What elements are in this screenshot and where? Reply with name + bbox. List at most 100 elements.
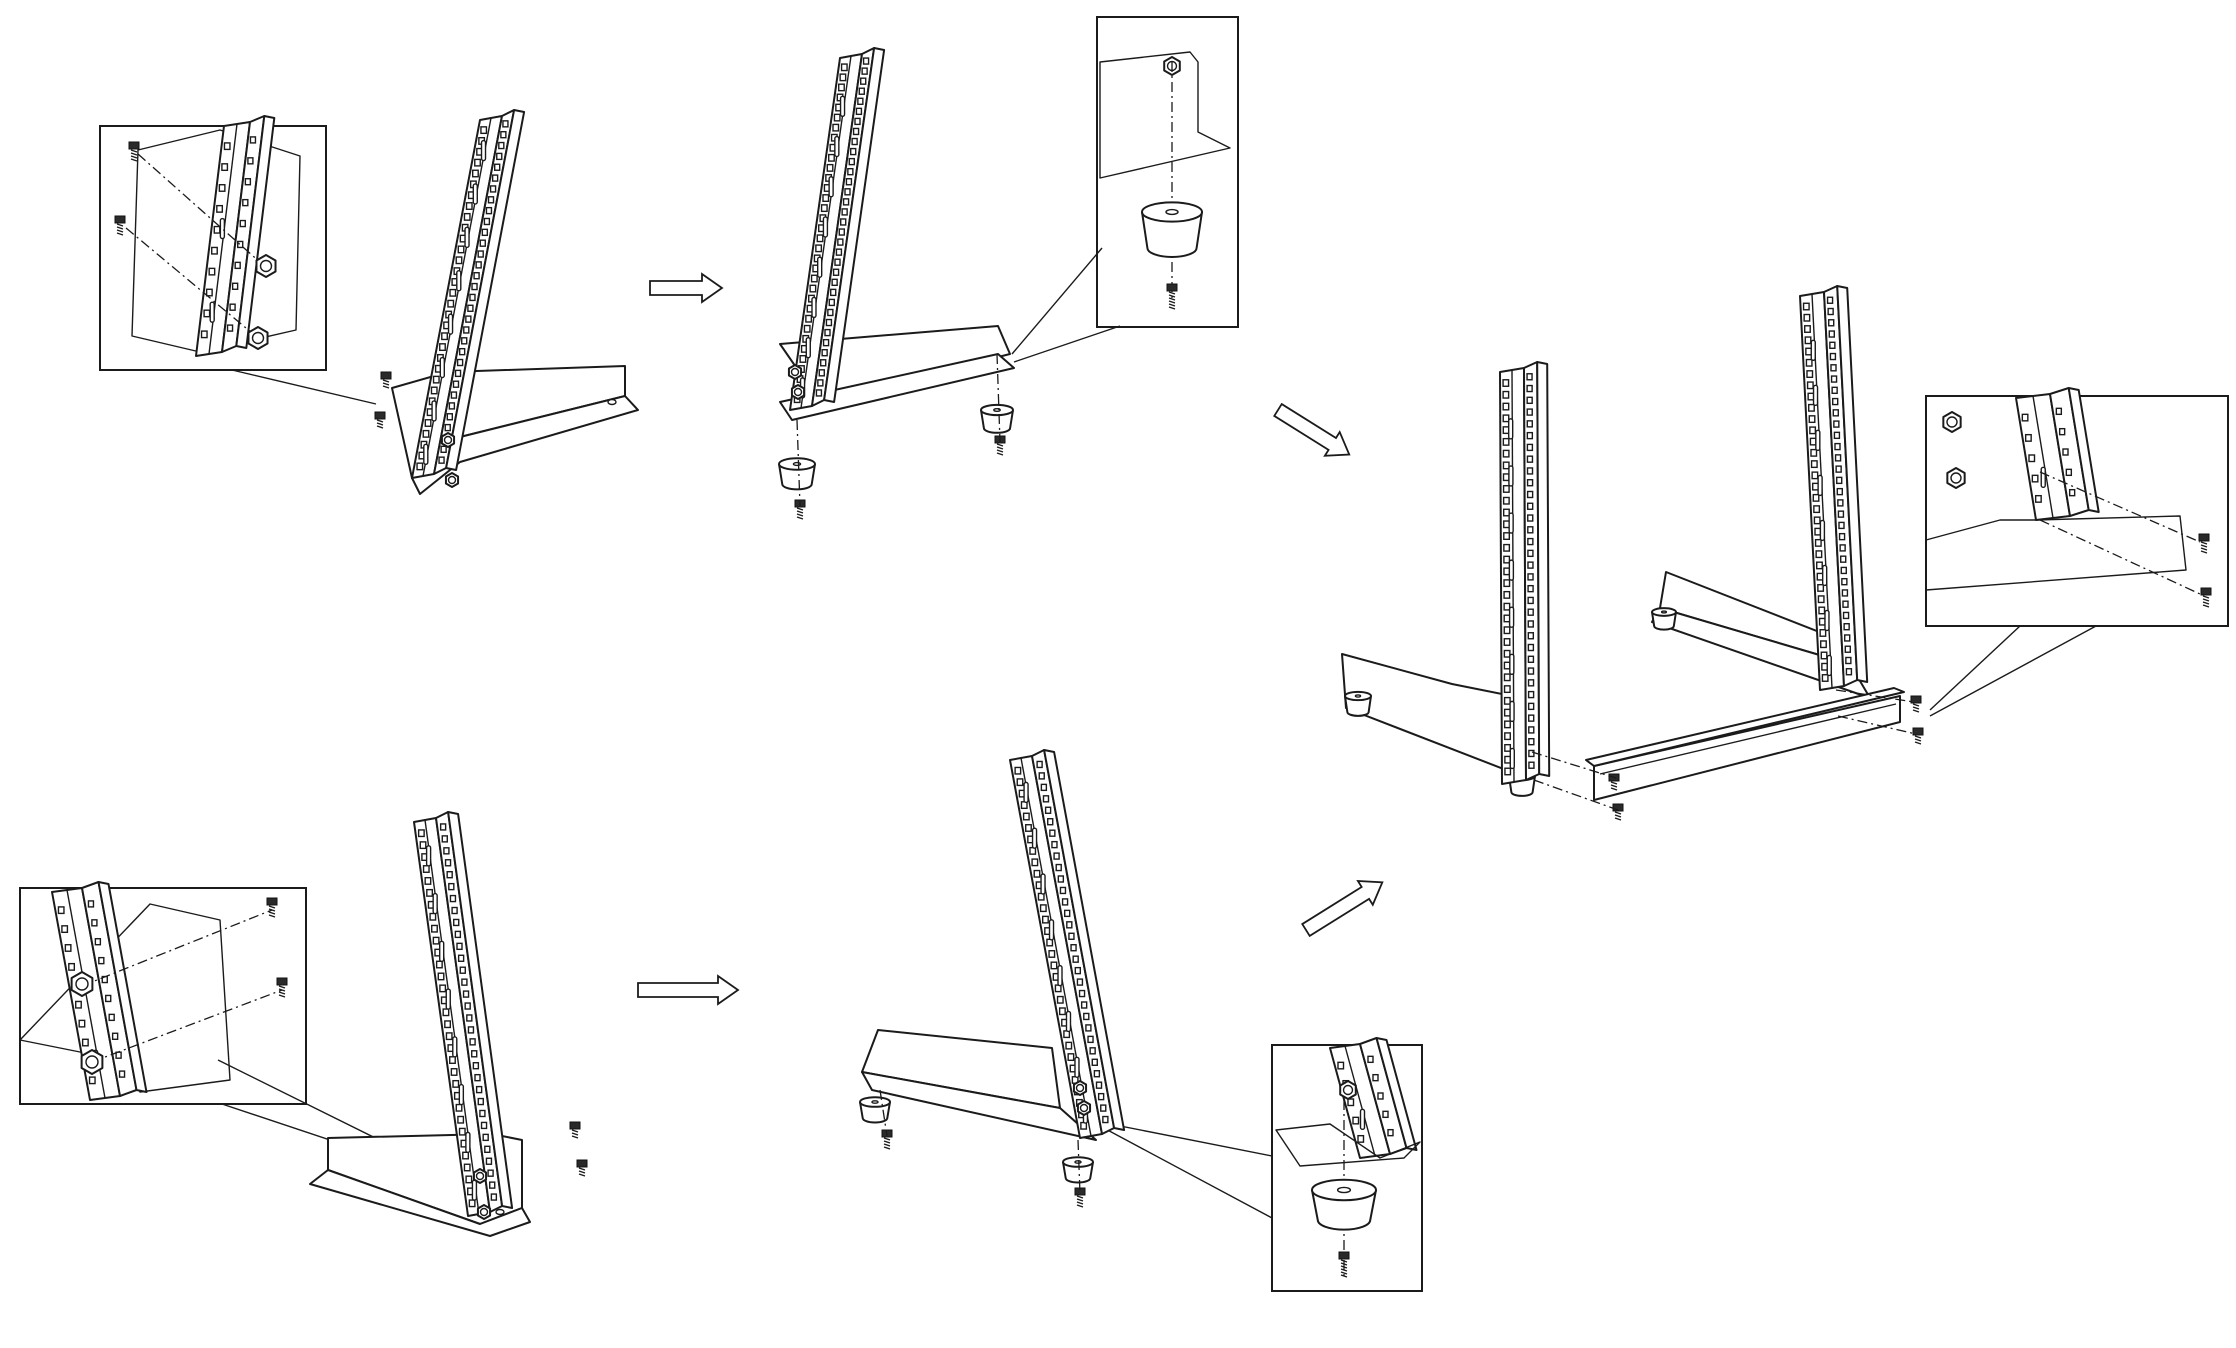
post-slot xyxy=(1508,465,1514,487)
post-square-hole xyxy=(1838,532,1846,541)
post-square-hole xyxy=(1806,381,1814,390)
post-slot xyxy=(425,845,432,867)
post-square-hole xyxy=(1502,473,1510,482)
post-square-hole xyxy=(424,419,432,427)
post-square-hole xyxy=(1526,443,1534,452)
step-3-final xyxy=(1341,285,1924,821)
bracket-hole xyxy=(495,1208,505,1216)
screw-head xyxy=(128,141,140,150)
post-rear-flange xyxy=(1836,285,1869,683)
centerline xyxy=(879,1089,888,1137)
screw-thread xyxy=(1614,814,1622,818)
post-square-hole xyxy=(491,174,499,182)
screw xyxy=(1074,1187,1086,1208)
post-square-hole xyxy=(1527,679,1535,687)
foot-hole xyxy=(1354,694,1362,698)
post-square-hole xyxy=(2034,494,2042,503)
post-square-hole xyxy=(1843,623,1850,631)
post-slot xyxy=(1509,747,1515,770)
foot-body xyxy=(1344,695,1372,717)
screw-thread xyxy=(268,905,276,909)
post-square-hole xyxy=(2058,427,2066,436)
post-square-hole xyxy=(817,379,824,387)
post-slot xyxy=(472,183,478,205)
post-square-hole xyxy=(1503,673,1511,682)
post-square-hole xyxy=(203,309,211,318)
post-slot xyxy=(471,1179,478,1201)
post-square-hole xyxy=(1503,602,1511,611)
post-square-hole xyxy=(1055,863,1062,872)
post-square-hole xyxy=(1014,766,1022,775)
post-square-hole xyxy=(213,225,221,234)
post-square-hole xyxy=(458,347,466,356)
screw-head xyxy=(2198,533,2210,542)
screw-thread xyxy=(1912,706,1920,710)
screw-thread xyxy=(1610,784,1618,788)
screw-thread xyxy=(1168,306,1176,310)
post-square-hole xyxy=(466,1014,473,1022)
post-square-hole xyxy=(1377,1092,1384,1100)
post-square-hole xyxy=(1503,661,1511,670)
foot-body xyxy=(1141,211,1203,258)
screw-head xyxy=(1910,695,1922,704)
post-square-hole xyxy=(845,178,853,186)
post-square-hole xyxy=(447,299,455,308)
screw-thread xyxy=(571,1135,579,1139)
callout-screw xyxy=(128,141,140,162)
post-square-hole xyxy=(1804,325,1811,333)
post-slot xyxy=(1057,964,1063,987)
nut-bore xyxy=(447,475,457,485)
post-square-hole xyxy=(1041,915,1049,924)
screw-thread xyxy=(130,158,138,162)
post-square-hole xyxy=(111,1032,119,1040)
post-square-hole xyxy=(1527,549,1534,558)
post-square-hole xyxy=(469,1038,476,1046)
post-square-hole xyxy=(1033,869,1041,878)
foot-hole xyxy=(1660,610,1668,614)
post-square-hole xyxy=(205,288,213,297)
post-square-hole xyxy=(1829,341,1836,349)
post-square-hole xyxy=(1820,640,1827,649)
post-square-hole xyxy=(449,288,457,297)
post-square-hole xyxy=(475,261,482,269)
post-square-hole xyxy=(429,912,437,921)
screw-thread xyxy=(1168,297,1176,301)
post-square-hole xyxy=(1025,824,1032,832)
post-square-hole xyxy=(1503,555,1511,564)
post-square-hole xyxy=(1527,667,1535,675)
screw-thread xyxy=(996,446,1004,450)
post-square-hole xyxy=(1836,487,1843,496)
screw-thread xyxy=(1340,1265,1348,1269)
callout-centerline xyxy=(81,909,273,987)
bracket-base-flange xyxy=(309,1169,531,1237)
post-square-hole xyxy=(1820,651,1828,660)
screw-thread xyxy=(1914,741,1922,745)
post-rear-flange xyxy=(97,881,148,1093)
post-square-hole xyxy=(1528,761,1535,769)
post-square-hole xyxy=(416,462,424,471)
post-square-hole xyxy=(91,919,98,927)
post-square-hole xyxy=(448,882,455,891)
post-square-hole xyxy=(424,876,432,885)
step-1-top xyxy=(374,109,639,495)
post-square-hole xyxy=(448,402,456,410)
post-slot xyxy=(209,301,215,323)
screw-thread xyxy=(1076,1204,1084,1208)
post-square-hole xyxy=(1503,567,1511,576)
post-square-hole xyxy=(1828,319,1835,327)
post-square-hole xyxy=(1065,1041,1073,1050)
post-slot xyxy=(1810,339,1816,361)
post-square-hole xyxy=(1845,656,1852,665)
post-square-hole xyxy=(457,245,465,254)
screw-thread xyxy=(1168,294,1176,298)
post-square-hole xyxy=(1048,950,1056,958)
post-square-hole xyxy=(857,97,864,105)
post-square-hole xyxy=(468,1199,476,1208)
foot-pad xyxy=(1062,1156,1094,1184)
post-square-hole xyxy=(446,870,453,879)
rack-post xyxy=(413,811,514,1217)
post-square-hole xyxy=(1502,449,1510,458)
post-square-hole xyxy=(834,258,841,266)
post-square-hole xyxy=(1078,989,1086,998)
post-square-hole xyxy=(441,835,448,843)
